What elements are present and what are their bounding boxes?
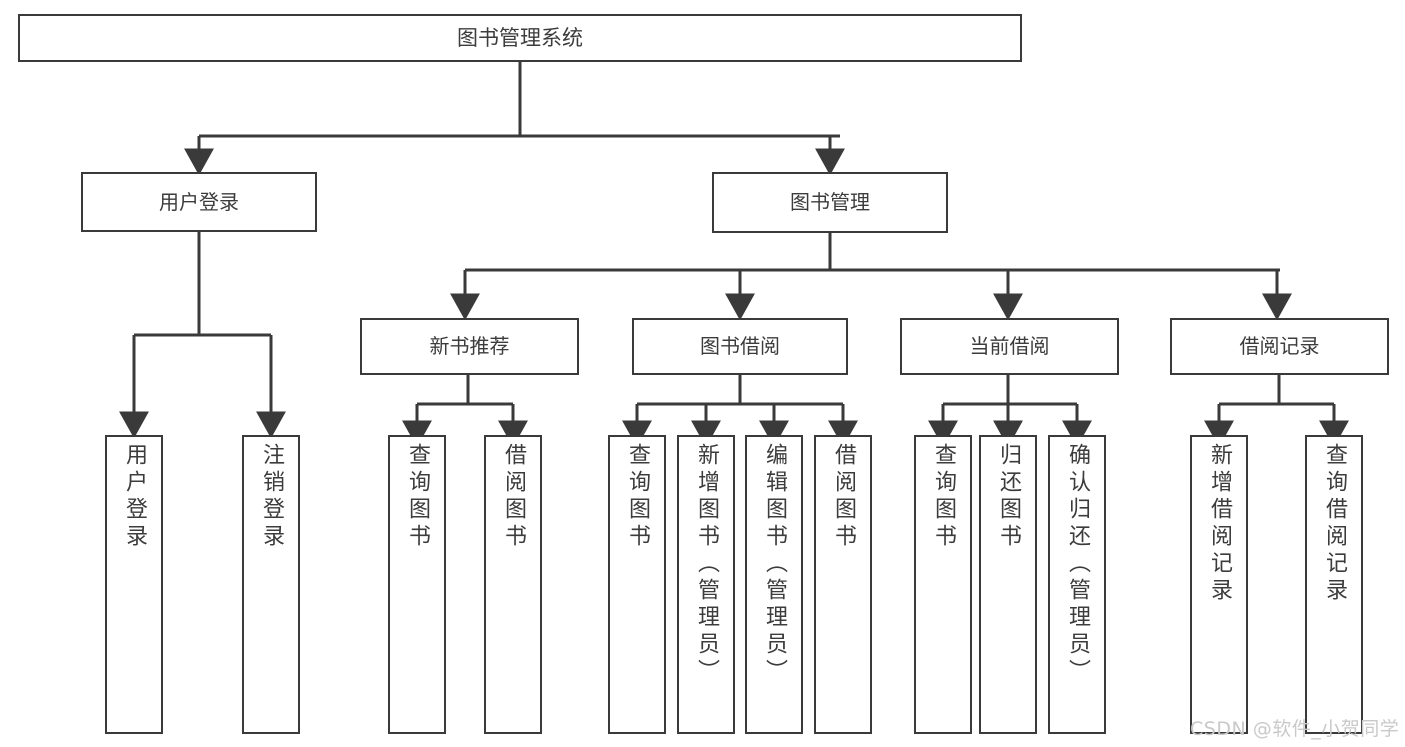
node-book-management[interactable]: 图书管理 (712, 172, 948, 233)
node-label: 查询图书 (405, 443, 430, 551)
node-label: 借阅记录 (1239, 334, 1320, 358)
node-root-system[interactable]: 图书管理系统 (18, 14, 1022, 62)
node-label: 编辑图书（管理员） (762, 443, 787, 686)
edges-root (184, 62, 845, 176)
node-label: 新书推荐 (429, 334, 510, 358)
edges-current-borrow (928, 375, 1092, 448)
edges-new-book (402, 375, 528, 448)
node-label: 图书借阅 (700, 334, 780, 358)
node-borrow-records[interactable]: 借阅记录 (1170, 318, 1389, 375)
leaf-edit-book-admin[interactable]: 编辑图书（管理员） (745, 435, 803, 734)
edges-borrow (622, 375, 858, 448)
node-new-book-recommend[interactable]: 新书推荐 (360, 318, 579, 375)
node-label: 图书管理系统 (457, 25, 583, 50)
leaf-borrow-book[interactable]: 借阅图书 (814, 435, 872, 734)
leaf-query-book-current[interactable]: 查询图书 (914, 435, 972, 734)
node-label: 注销登录 (259, 443, 284, 551)
leaf-confirm-return-admin[interactable]: 确认归还（管理员） (1048, 435, 1106, 734)
leaf-query-book-recommend[interactable]: 查询图书 (388, 435, 446, 734)
node-label: 用户登录 (122, 443, 147, 551)
node-label: 查询图书 (625, 443, 650, 551)
watermark: CSDN @软件_小贺同学 (1190, 718, 1400, 740)
node-book-borrow[interactable]: 图书借阅 (632, 318, 848, 375)
leaf-logout[interactable]: 注销登录 (242, 435, 300, 734)
node-label: 新增图书（管理员） (694, 443, 719, 686)
node-label: 确认归还（管理员） (1065, 443, 1090, 686)
node-current-borrow[interactable]: 当前借阅 (900, 318, 1119, 375)
edges-records (1204, 375, 1349, 448)
leaf-user-login[interactable]: 用户登录 (105, 435, 163, 734)
node-user-login[interactable]: 用户登录 (81, 172, 317, 232)
edges-book-mgmt (450, 233, 1292, 321)
node-label: 归还图书 (996, 443, 1021, 551)
node-label: 查询借阅记录 (1322, 443, 1347, 605)
leaf-add-borrow-record[interactable]: 新增借阅记录 (1190, 435, 1248, 734)
edges-user-login (119, 232, 286, 439)
node-label: 用户登录 (159, 189, 239, 214)
node-label: 查询图书 (931, 443, 956, 551)
leaf-query-book-borrow[interactable]: 查询图书 (608, 435, 666, 734)
leaf-add-book-admin[interactable]: 新增图书（管理员） (677, 435, 735, 734)
node-label: 当前借阅 (969, 334, 1050, 358)
leaf-borrow-book-recommend[interactable]: 借阅图书 (484, 435, 542, 734)
node-label: 新增借阅记录 (1207, 443, 1232, 605)
leaf-query-borrow-record[interactable]: 查询借阅记录 (1305, 435, 1363, 734)
node-label: 图书管理 (790, 190, 870, 214)
leaf-return-book[interactable]: 归还图书 (979, 435, 1037, 734)
node-label: 借阅图书 (501, 443, 526, 551)
node-label: 借阅图书 (831, 443, 856, 551)
